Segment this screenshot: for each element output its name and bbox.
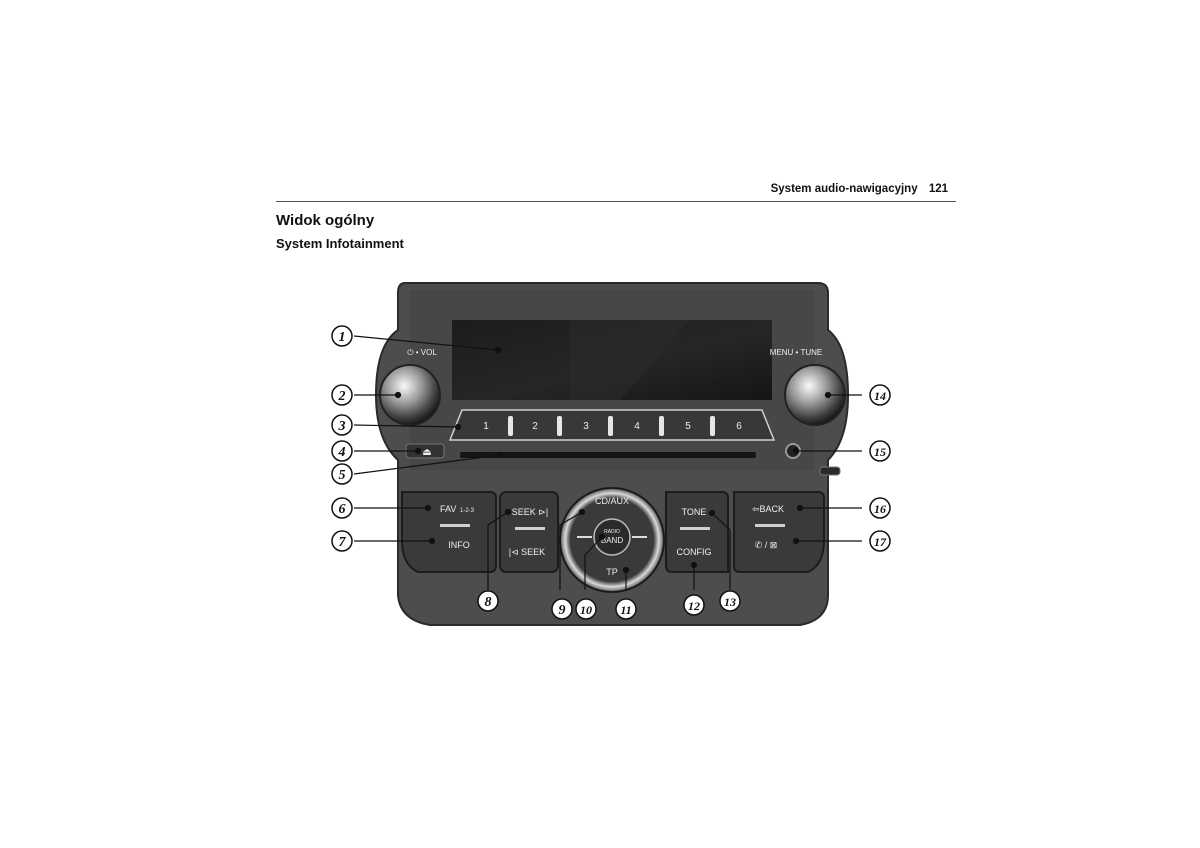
callout-circle-7 bbox=[331, 530, 353, 552]
callout-number-7: 7 bbox=[339, 535, 347, 550]
band-button[interactable] bbox=[593, 518, 631, 556]
back-divider bbox=[755, 524, 785, 527]
callout-circle-2 bbox=[331, 384, 353, 406]
callout-number-5: 5 bbox=[339, 468, 346, 483]
callout-circle-13 bbox=[719, 590, 741, 612]
callout-circle-6 bbox=[331, 497, 353, 519]
callout-number-4: 4 bbox=[338, 445, 346, 460]
callout-circle-11 bbox=[615, 598, 637, 620]
fav-info-divider bbox=[440, 524, 470, 527]
seek-block bbox=[499, 491, 559, 573]
callout-number-2: 2 bbox=[338, 389, 346, 404]
preset-button-1[interactable]: 1 bbox=[483, 421, 489, 432]
preset-buttons: 1 2 3 4 5 6 bbox=[483, 416, 742, 436]
callout-number-10: 10 bbox=[580, 603, 592, 617]
fav-button[interactable]: FAV bbox=[440, 504, 456, 514]
callout-circle-12 bbox=[683, 594, 705, 616]
callout-circle-9 bbox=[551, 598, 573, 620]
callout-circle-1 bbox=[331, 325, 353, 347]
callout-circle-15 bbox=[869, 440, 891, 462]
cd-slot bbox=[460, 452, 756, 458]
preset-divider bbox=[710, 416, 715, 436]
callout-circle-4 bbox=[331, 440, 353, 462]
section-title: Widok ogólny bbox=[276, 212, 375, 229]
callout-number-8: 8 bbox=[485, 595, 492, 610]
callout-number-11: 11 bbox=[620, 603, 631, 617]
preset-divider bbox=[508, 416, 513, 436]
callout-number-6: 6 bbox=[339, 502, 346, 517]
callout-number-17: 17 bbox=[874, 535, 887, 549]
callout-number-16: 16 bbox=[874, 502, 886, 516]
preset-divider bbox=[557, 416, 562, 436]
callout-circle-10 bbox=[575, 598, 597, 620]
callout-number-1: 1 bbox=[339, 330, 346, 345]
callout-number-9: 9 bbox=[559, 603, 566, 618]
tone-button[interactable]: TONE bbox=[682, 507, 707, 517]
callout-dots bbox=[394, 346, 832, 574]
callout-number-13: 13 bbox=[724, 595, 736, 609]
preset-divider bbox=[659, 416, 664, 436]
preset-button-5[interactable]: 5 bbox=[685, 421, 691, 432]
config-button[interactable]: CONFIG bbox=[677, 547, 712, 557]
seek-back-button[interactable]: |⊲ SEEK bbox=[509, 547, 545, 557]
preset-button-2[interactable]: 2 bbox=[532, 421, 538, 432]
back-phone-block bbox=[733, 491, 825, 573]
fav-sub-label: 1-2-3 bbox=[460, 508, 475, 514]
info-button[interactable]: INFO bbox=[448, 540, 470, 550]
callout-circle-3 bbox=[331, 414, 353, 436]
cd-aux-button[interactable]: CD/AUX bbox=[595, 496, 629, 506]
tone-divider bbox=[680, 527, 710, 530]
callout-number-14: 14 bbox=[874, 389, 886, 403]
callout-circle-8 bbox=[477, 590, 499, 612]
seek-forward-button[interactable]: SEEK ⊳| bbox=[512, 507, 548, 517]
band-label: BAND bbox=[601, 536, 623, 545]
callout-circle-14 bbox=[869, 384, 891, 406]
radio-label: RADIO bbox=[604, 529, 620, 535]
callout-number-3: 3 bbox=[338, 419, 346, 434]
header-rule bbox=[276, 201, 956, 202]
preset-button-6[interactable]: 6 bbox=[736, 421, 742, 432]
fav-info-block bbox=[401, 491, 497, 573]
preset-button-3[interactable]: 3 bbox=[583, 421, 589, 432]
usb-port[interactable] bbox=[819, 466, 841, 476]
eject-icon: ⏏ bbox=[422, 447, 431, 458]
back-button[interactable]: ⇦BACK bbox=[752, 504, 784, 514]
tp-button[interactable]: TP bbox=[606, 567, 618, 577]
callout-circle-5 bbox=[331, 463, 353, 485]
menu-tune-label: MENU • TUNE bbox=[770, 348, 822, 357]
phone-mute-button[interactable]: ✆ / ⊠ bbox=[755, 540, 778, 550]
callout-number-15: 15 bbox=[874, 445, 886, 459]
callout-lines bbox=[353, 335, 862, 590]
callout-circle-17 bbox=[869, 530, 891, 552]
page-number: 121 bbox=[928, 183, 948, 195]
header-section: System audio-nawigacyjny bbox=[770, 183, 918, 195]
vol-label: ⏻ • VOL bbox=[407, 348, 437, 357]
tone-config-block bbox=[665, 491, 729, 573]
running-header: System audio-nawigacyjny 121 bbox=[763, 183, 948, 195]
subsection-title: System Infotainment bbox=[276, 236, 404, 251]
preset-button-4[interactable]: 4 bbox=[634, 421, 640, 432]
callout-number-12: 12 bbox=[688, 599, 700, 613]
preset-divider bbox=[608, 416, 613, 436]
callout-circle-16 bbox=[869, 497, 891, 519]
seek-divider bbox=[515, 527, 545, 530]
